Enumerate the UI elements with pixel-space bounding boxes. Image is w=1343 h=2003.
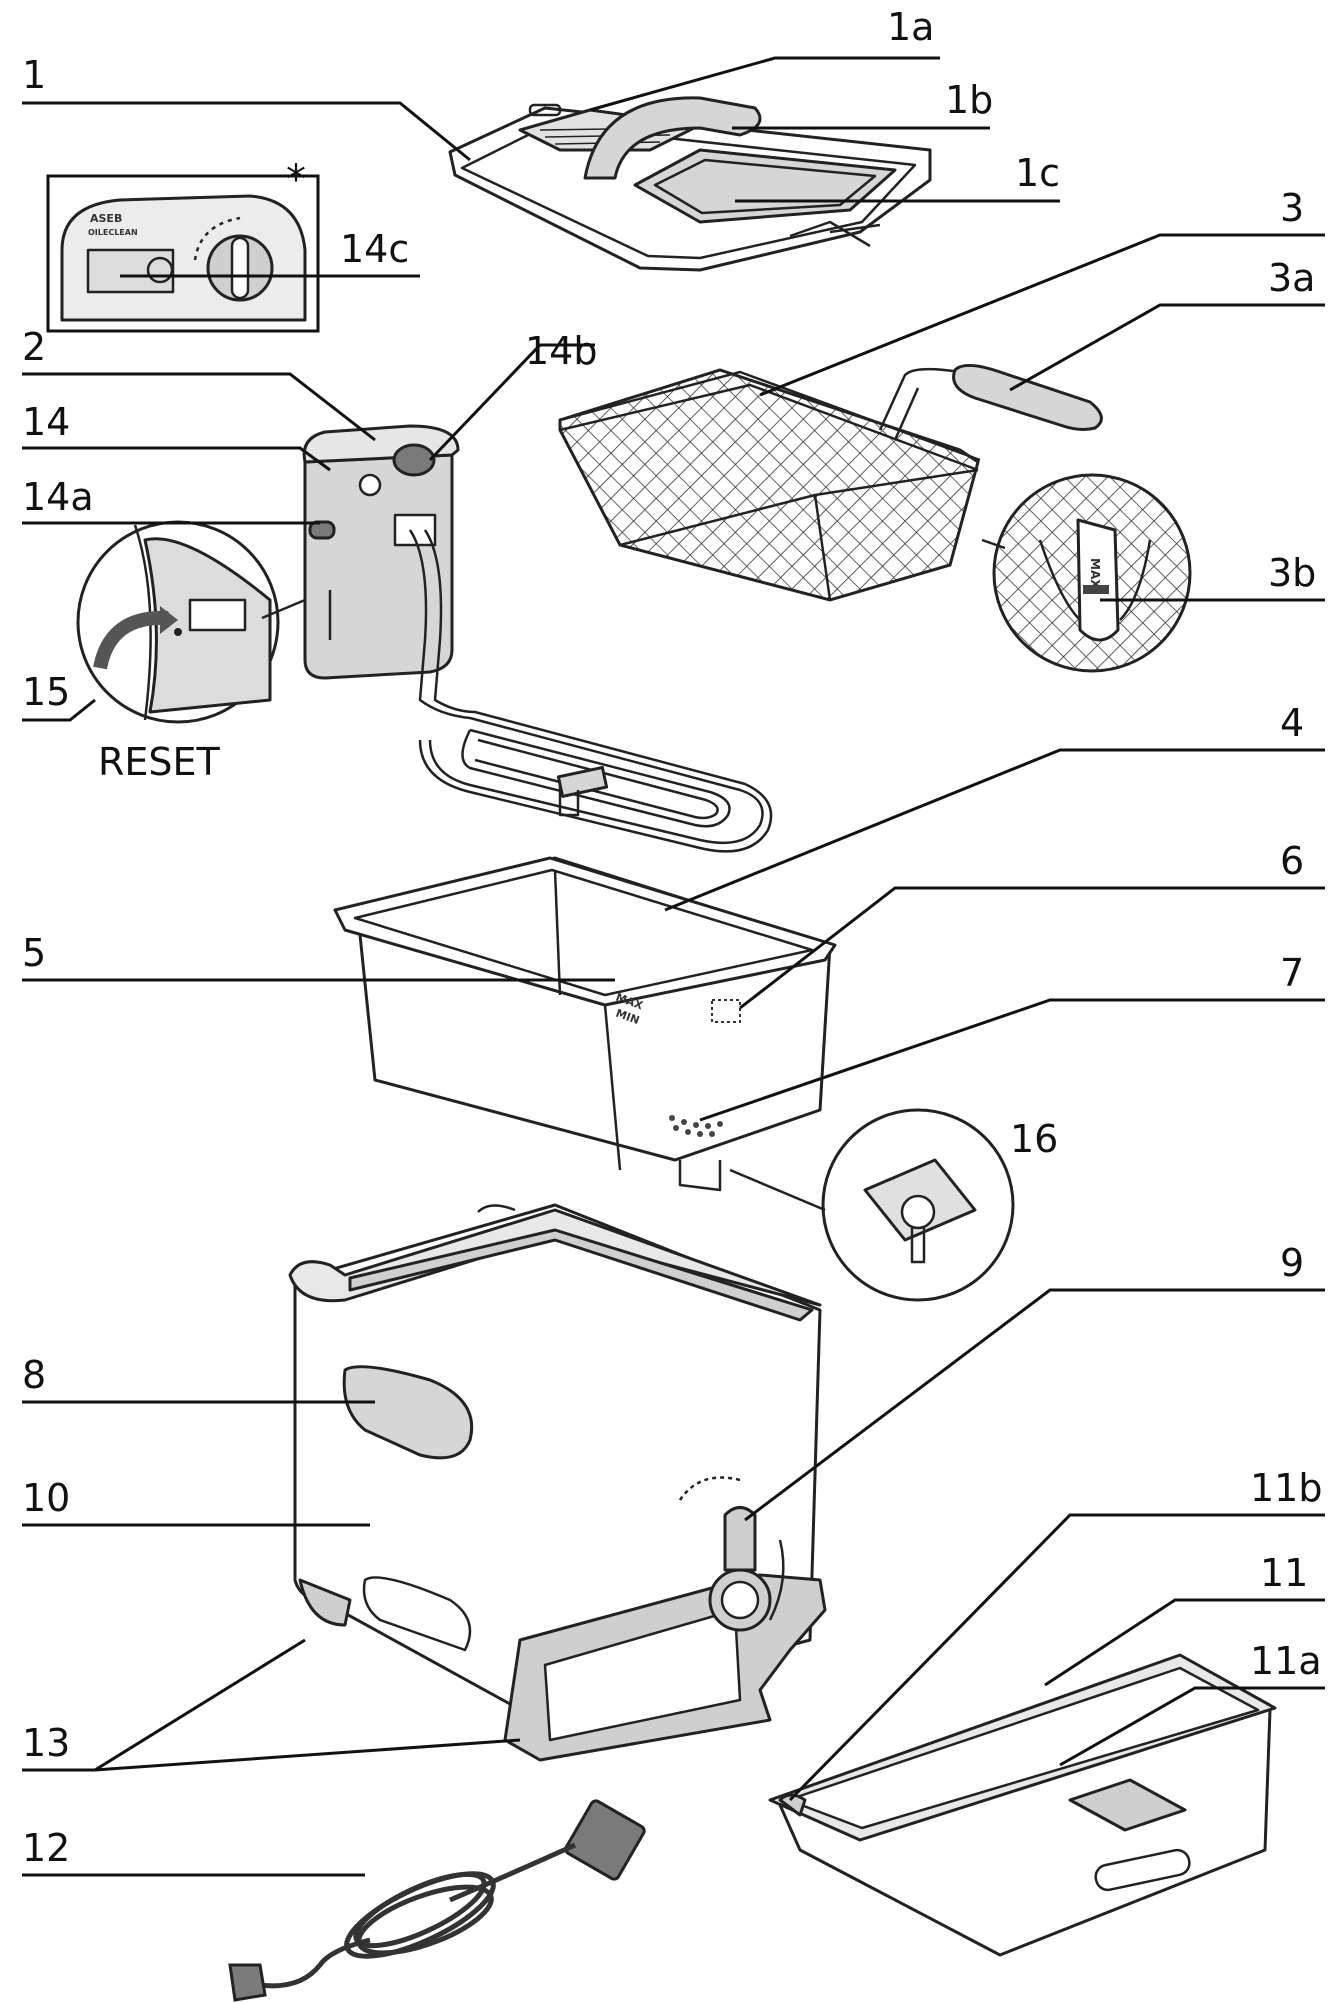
lid-handle	[583, 96, 762, 180]
basket-handle	[952, 364, 1103, 431]
power-light	[308, 520, 336, 540]
label-7: 7	[1280, 951, 1304, 995]
basket-max-text: MAX	[1088, 558, 1102, 589]
label-14b: 14b	[525, 329, 597, 373]
asterisk-mark: *	[286, 157, 306, 203]
label-6: 6	[1280, 839, 1304, 883]
callout-labels: 1 1a 1b 1c 14c 2 14 14a 14b 15 3 3a 3b 4…	[22, 5, 1322, 1870]
side-handle	[342, 1365, 474, 1460]
fryer-housing	[288, 1203, 827, 1762]
bowl-vent-holes	[669, 1115, 723, 1137]
label-12: 12	[22, 1826, 70, 1870]
label-3a: 3a	[1268, 256, 1315, 300]
drain-valve-inset	[729, 1108, 1015, 1302]
label-3b: 3b	[1268, 551, 1316, 595]
panel-brand-text: ASEB	[90, 212, 122, 225]
oil-storage-box	[768, 1653, 1277, 1957]
panel-sub-text: OILECLEAN	[88, 228, 138, 237]
label-14c: 14c	[340, 227, 409, 271]
lid-window	[633, 148, 897, 224]
label-5: 5	[22, 931, 46, 975]
label-4: 4	[1280, 701, 1304, 745]
label-1: 1	[22, 53, 46, 97]
label-9: 9	[1280, 1241, 1304, 1285]
label-14a: 14a	[22, 475, 94, 519]
power-cord	[228, 1799, 646, 2002]
label-11b: 11b	[1250, 1466, 1322, 1510]
label-2: 2	[22, 325, 46, 369]
label-1a: 1a	[887, 5, 934, 49]
control-panel-inset: ASEB OILECLEAN	[46, 174, 320, 333]
leader-lines	[22, 56, 1325, 1877]
label-15: 15	[22, 670, 70, 714]
label-13: 13	[22, 1721, 70, 1765]
label-1c: 1c	[1015, 151, 1060, 195]
power-cord-plug	[564, 1799, 646, 1881]
reset-button-inset	[76, 520, 306, 724]
control-unit	[302, 424, 773, 853]
label-3: 3	[1280, 186, 1304, 230]
power-cord-plug-end	[228, 1963, 267, 2002]
bowl-sensor-mark	[711, 999, 741, 1023]
label-16: 16	[1010, 1117, 1058, 1161]
label-14: 14	[22, 400, 70, 444]
reset-text: RESET	[98, 740, 221, 784]
label-10: 10	[22, 1476, 70, 1520]
thermostat-knob-14b	[392, 443, 436, 477]
label-11: 11	[1260, 1551, 1308, 1595]
oil-bowl: MAX MIN	[333, 856, 837, 1192]
lid-part	[448, 96, 932, 272]
label-11a: 11a	[1250, 1639, 1322, 1683]
basket-max-inset: MAX	[981, 473, 1192, 673]
label-1b: 1b	[945, 78, 993, 122]
frying-basket	[558, 364, 1103, 602]
label-8: 8	[22, 1353, 46, 1397]
